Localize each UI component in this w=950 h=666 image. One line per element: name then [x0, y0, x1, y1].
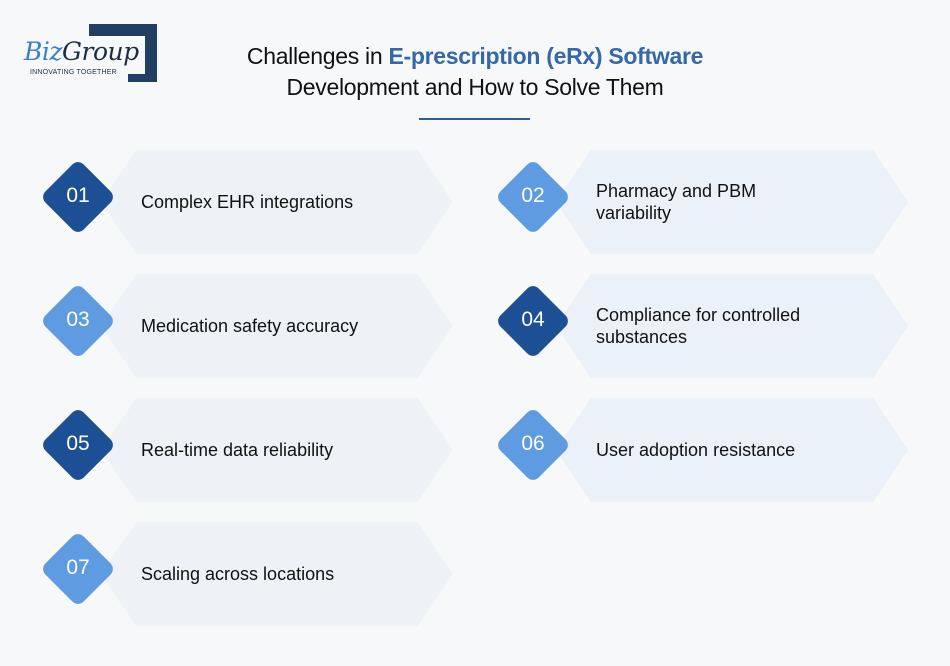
- card-background: [101, 522, 453, 626]
- card-label: Pharmacy and PBM variability: [596, 181, 757, 223]
- logo-frame-shape: [128, 74, 157, 82]
- challenge-card-03: 03 Medication safety accuracy: [39, 274, 453, 378]
- title-highlight: E-prescription (eRx) Software: [388, 43, 704, 69]
- card-label: User adoption resistance: [596, 440, 796, 460]
- challenge-card-07: 07 Scaling across locations: [39, 522, 453, 626]
- card-number: 02: [521, 184, 545, 207]
- card-number: 07: [66, 556, 90, 579]
- card-label: Compliance for controlled substances: [596, 305, 801, 347]
- card-background: [101, 398, 453, 502]
- card-background: [556, 274, 908, 378]
- logo-frame-shape: [149, 24, 157, 82]
- card-background: [556, 398, 908, 502]
- challenge-card-04: 04 Compliance for controlled substances: [494, 274, 908, 378]
- card-background: [101, 274, 453, 378]
- card-number: 05: [66, 432, 90, 455]
- card-number: 01: [66, 184, 90, 207]
- challenge-card-01: 01 Complex EHR integrations: [39, 150, 453, 254]
- card-number: 03: [66, 308, 90, 331]
- card-label: Real-time data reliability: [141, 440, 334, 460]
- card-number: 06: [521, 432, 545, 455]
- card-background: [101, 150, 453, 254]
- bizgroup-logo: BizGroup INNOVATING TOGETHER: [22, 24, 158, 82]
- card-label: Scaling across locations: [141, 564, 335, 584]
- page-title: Challenges in E-prescription (eRx) Softw…: [246, 43, 704, 100]
- logo-tagline: INNOVATING TOGETHER: [30, 69, 119, 76]
- card-label: Medication safety accuracy: [141, 316, 359, 336]
- card-label: Complex EHR integrations: [141, 192, 354, 212]
- card-background: [556, 150, 908, 254]
- card-number: 04: [521, 308, 545, 331]
- title-underline: [419, 118, 530, 120]
- logo-wordmark: BizGroup: [24, 37, 139, 66]
- challenge-card-06: 06 User adoption resistance: [494, 398, 908, 502]
- challenge-card-02: 02 Pharmacy and PBM variability: [494, 150, 908, 254]
- challenge-card-05: 05 Real-time data reliability: [39, 398, 453, 502]
